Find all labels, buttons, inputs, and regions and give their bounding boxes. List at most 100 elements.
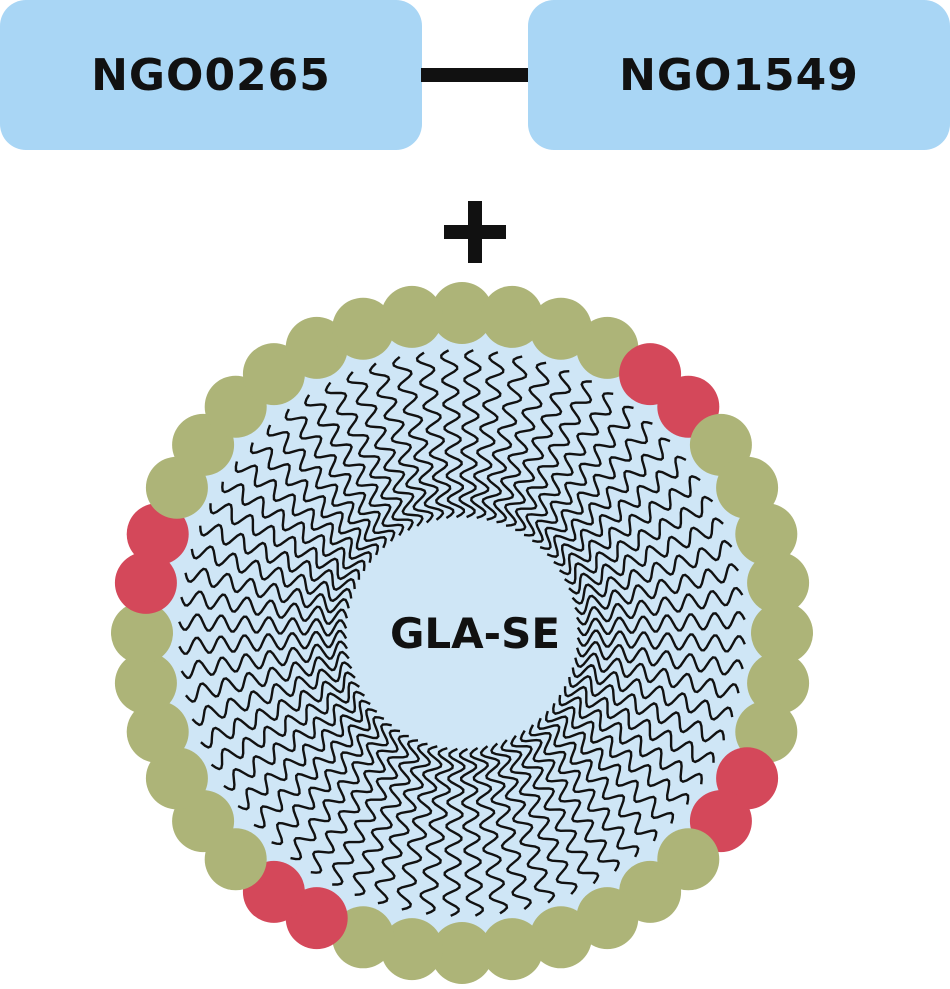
lipid-head — [747, 652, 810, 715]
lipid-tail — [221, 481, 366, 572]
lipid-tail — [553, 455, 687, 567]
lipid-tail — [178, 629, 348, 655]
lipid-tail — [184, 567, 350, 614]
lipid-head-highlighted — [126, 503, 189, 566]
lipid-tail — [470, 351, 505, 520]
lipid-tail — [528, 724, 640, 858]
lipid-head — [380, 918, 443, 981]
lipid-head-highlighted — [114, 551, 177, 614]
lipid-tail — [178, 613, 348, 637]
lipid-tail — [191, 661, 353, 727]
lipid-head — [747, 551, 810, 614]
lipid-head — [126, 700, 189, 763]
lipid-tail — [469, 746, 509, 915]
lipid-tail — [271, 715, 385, 846]
lipid-tail — [396, 745, 443, 911]
lipid-tail — [210, 681, 360, 771]
lipid-tail — [574, 652, 740, 699]
lipid-tail — [442, 747, 466, 917]
lipid-tail — [368, 362, 434, 524]
lipid-tail — [537, 717, 658, 842]
lipid-tail — [571, 539, 733, 605]
lipid-tail — [352, 739, 421, 896]
lipid-tail — [564, 495, 714, 585]
lipid-tail — [552, 703, 690, 805]
lipid-tail — [190, 545, 353, 603]
lipid-tail — [510, 735, 600, 885]
lipid-tail — [458, 349, 482, 519]
lipid-head — [332, 906, 395, 969]
lipid-tail — [200, 671, 356, 749]
lipid-tail — [490, 742, 556, 904]
lipid-tail — [492, 361, 550, 524]
lipid-tail — [415, 351, 455, 520]
lipid-tail — [532, 405, 634, 543]
lipid-heads-group — [111, 282, 813, 984]
lipid-tail — [199, 523, 356, 592]
lipid-tail — [568, 517, 724, 595]
protein-box-ngo1549: NGO1549 — [528, 0, 950, 150]
lipid-tail — [558, 474, 701, 576]
lipid-tail — [500, 739, 578, 895]
lipid-head — [735, 700, 798, 763]
lipid-head — [751, 602, 813, 664]
lipid-tail — [558, 694, 703, 785]
lipid-tail — [419, 746, 454, 915]
lipid-tail — [253, 708, 378, 829]
lipid-head — [529, 906, 592, 969]
lipid-tail — [575, 586, 744, 626]
lipid-head — [285, 316, 348, 379]
lipid-tail — [237, 699, 371, 811]
lipid-tail — [303, 394, 405, 537]
lipid-tail — [249, 442, 380, 556]
lipid-tail — [503, 370, 572, 527]
lipid-head — [145, 747, 208, 810]
lipid-head — [576, 887, 639, 950]
lipid-tail — [209, 502, 361, 581]
lipid-tail — [568, 674, 725, 743]
lipid-head — [111, 602, 173, 664]
lipid-head — [529, 297, 592, 360]
lipid-tail — [479, 745, 532, 911]
lipid-tail — [546, 437, 671, 558]
lipid-tail — [266, 424, 387, 549]
lipid-head — [735, 503, 798, 566]
core-label: GLA-SE — [389, 608, 561, 658]
lipid-head — [716, 456, 779, 519]
protein-label-right: NGO1549 — [619, 49, 859, 101]
lipid-head — [380, 285, 443, 348]
lipid-head — [332, 297, 395, 360]
lipid-tail — [234, 461, 372, 563]
lipid-tail — [523, 392, 614, 537]
lipid-tail — [290, 723, 392, 861]
lipid-head — [431, 922, 493, 984]
plus-vertical-bar — [468, 201, 482, 263]
lipid-tail — [574, 563, 740, 616]
lipid-tail — [223, 690, 366, 792]
lipid-tail — [571, 663, 734, 721]
lipid-head — [431, 282, 493, 344]
protein-box-ngo0265: NGO0265 — [0, 0, 422, 150]
lipid-tail — [440, 349, 466, 519]
lipid-tail — [374, 742, 432, 905]
protein-label-left: NGO0265 — [91, 49, 331, 101]
lipid-tail — [519, 729, 621, 872]
micelle-core — [350, 521, 574, 745]
lipid-tail — [310, 729, 401, 874]
interaction-connector-line — [421, 68, 529, 82]
lipid-tail — [575, 641, 744, 676]
lipid-tail — [539, 420, 653, 551]
lipid-tail — [514, 380, 593, 532]
lipid-tail — [180, 640, 349, 680]
lipid-tail — [284, 408, 396, 542]
lipid-tail — [324, 381, 414, 531]
lipid-head — [481, 285, 544, 348]
lipid-tail — [180, 590, 349, 625]
lipid-tail — [481, 355, 528, 521]
lipid-tail — [544, 710, 675, 824]
lipid-tail — [576, 611, 746, 637]
lipid-head — [114, 652, 177, 715]
lipid-head — [481, 918, 544, 981]
lipid-tail — [184, 650, 350, 703]
